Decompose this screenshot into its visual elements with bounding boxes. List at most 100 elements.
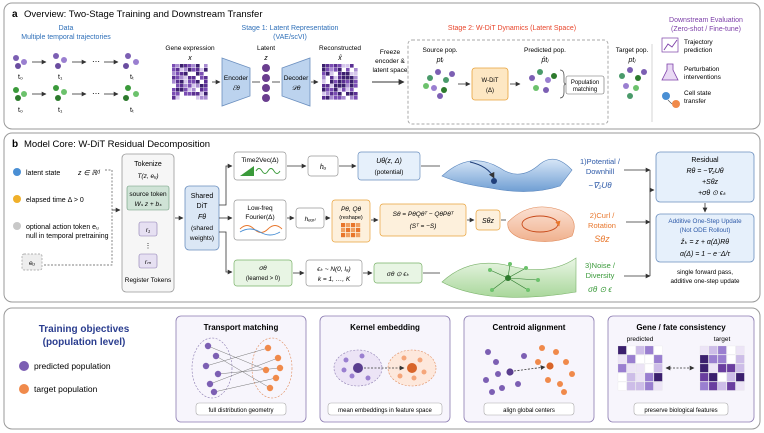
fourier-label: Fourier(Δ) xyxy=(245,214,274,221)
target-point xyxy=(557,381,563,387)
potential-formula: Uθ(z, Δ) xyxy=(376,158,402,165)
grid-cell xyxy=(334,72,338,76)
card-centroid-caption: align global centers xyxy=(503,408,555,414)
downstream-title: Downstream Evaluation xyxy=(669,17,743,24)
hcurl-box xyxy=(295,207,325,229)
grid-cell xyxy=(180,64,184,68)
fourier-wave-icon xyxy=(239,225,283,236)
heatmap-cell xyxy=(717,354,727,364)
component3-math: σθ ⊙ ϵ xyxy=(588,285,612,294)
downhill-arrow xyxy=(469,161,495,179)
grid-cell xyxy=(342,88,346,92)
predicted-point xyxy=(521,353,527,359)
potential-ball xyxy=(491,178,497,184)
pq-cell xyxy=(356,233,361,238)
input-action-label: optional action token eᵤ xyxy=(26,224,99,231)
heatmap-cell xyxy=(653,363,663,373)
grid-cell xyxy=(330,68,334,72)
decoder-label: Decoder xyxy=(284,75,309,82)
source-token-label: source token xyxy=(129,191,167,198)
grid-cell xyxy=(172,68,176,72)
grid-cell xyxy=(354,84,358,88)
heatmap-cell xyxy=(644,381,654,391)
predicted-pop-symbol: p̂tⱼ xyxy=(540,57,549,64)
grid-cell xyxy=(188,96,192,100)
predicted-point xyxy=(489,389,495,395)
grid-cell xyxy=(196,84,200,88)
time-label-0: t₀ xyxy=(18,74,23,81)
component2-title: 2)Curl / xyxy=(590,211,616,220)
transport-link xyxy=(215,355,271,389)
grid-cell xyxy=(184,72,188,76)
grid-cell xyxy=(204,72,208,76)
predicted-point xyxy=(493,359,499,365)
lowfreq-label: Low-freq xyxy=(247,205,273,212)
grid-cell xyxy=(200,84,204,88)
grid-cell xyxy=(200,64,204,68)
transport-link xyxy=(207,345,267,371)
heatmap-cell xyxy=(653,345,663,355)
heatmap-cell xyxy=(653,381,663,391)
grid-cell xyxy=(322,80,326,84)
grid-cell xyxy=(322,72,326,76)
pq-cell xyxy=(351,223,356,228)
heatmap-cell xyxy=(726,381,736,391)
grid-cell xyxy=(350,72,354,76)
grid-cell xyxy=(334,88,338,92)
predicted-point xyxy=(515,381,521,387)
card-kernel-embedding xyxy=(319,315,451,423)
time2vec-label: Time2Vec(Δ) xyxy=(241,157,278,164)
grid-cell xyxy=(184,88,188,92)
predicted-point xyxy=(204,342,212,350)
heatmap-cell xyxy=(726,345,736,355)
grid-cell xyxy=(346,96,350,100)
grid-cell xyxy=(350,84,354,88)
predicted-point xyxy=(341,367,347,373)
stage1-title: Stage 1: Latent Representation xyxy=(242,25,339,32)
heatmap-cell xyxy=(626,372,636,382)
data-subtitle: Multiple temporal trajectories xyxy=(21,34,111,41)
grid-cell xyxy=(188,92,192,96)
pq-label: Pθ, Qθ xyxy=(341,206,362,213)
grid-cell xyxy=(180,80,184,84)
eps-box xyxy=(305,259,363,287)
heatmap-cell xyxy=(644,354,654,364)
grid-cell xyxy=(322,84,326,88)
predicted-point xyxy=(495,371,501,377)
pq-sub: (reshape) xyxy=(339,215,363,221)
grid-cell xyxy=(330,92,334,96)
skew-formula: Sθ = PθQθᵀ − QθPθᵀ xyxy=(393,211,455,218)
hu-label: hᵤ xyxy=(320,164,327,171)
stage1-subtitle: (VAE/scVI) xyxy=(273,34,307,41)
heatmap-cell xyxy=(735,381,745,391)
card-kernel-caption-box xyxy=(327,402,443,416)
grid-cell xyxy=(338,76,342,80)
eps-formula: ϵₖ ~ N(0, Iₐ) xyxy=(317,266,350,273)
residual-line-1: Rθ = −∇₂Uθ xyxy=(686,167,723,175)
predicted-point xyxy=(343,357,349,363)
target-point xyxy=(569,371,575,377)
target-mean-embedding xyxy=(407,363,417,373)
svg-text:⋯: ⋯ xyxy=(92,89,100,98)
input-latent-math: z ∈ ℝᵈ xyxy=(77,169,101,177)
grid-cell xyxy=(354,72,358,76)
sigma-eps-box xyxy=(373,262,423,284)
legend-target-label: target population xyxy=(34,384,98,394)
potential-sub: (potential) xyxy=(375,169,404,176)
curl-landscape xyxy=(507,206,575,242)
grid-cell xyxy=(204,80,208,84)
grid-cell xyxy=(322,76,326,80)
update-note-1: single forward pass, xyxy=(677,269,733,276)
component1-title2: Downhill xyxy=(586,167,615,176)
grid-cell xyxy=(338,80,342,84)
matching-label-1: Population xyxy=(571,80,599,86)
grid-cell xyxy=(184,68,188,72)
grid-cell xyxy=(188,84,192,88)
grid-cell xyxy=(204,92,208,96)
legend-predicted-dot xyxy=(19,361,29,371)
grid-cell xyxy=(200,96,204,100)
grid-cell xyxy=(338,68,342,72)
heatmap-cell xyxy=(726,363,736,373)
source-token-box xyxy=(126,185,170,211)
grid-cell xyxy=(338,64,342,68)
